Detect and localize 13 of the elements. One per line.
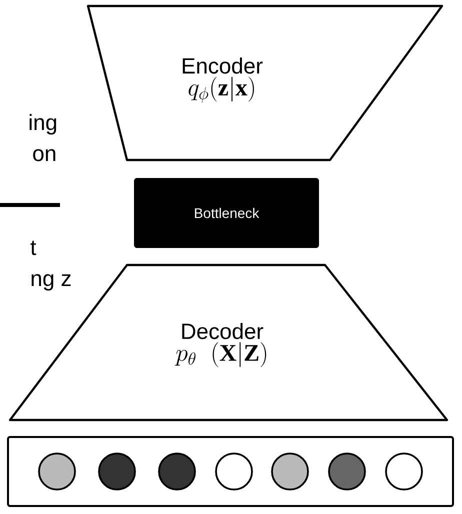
neuron-circle [158,452,196,490]
side-text: ing [30,114,56,135]
neuron-circle [385,452,423,490]
side-text: on [33,149,56,162]
side-text: ng z [32,274,71,291]
neuron-circle [271,452,309,490]
neuron-circle [215,452,253,490]
neuron-circle [328,452,366,490]
neuron-circle [98,452,136,490]
neuron-circle [38,452,76,490]
encoder-trapezoid: Encoder $q_{\phi}(\mathbf{z}|\mathbf{x})$ [86,4,444,162]
bottleneck-box: Bottleneck [134,178,319,248]
input-bar [7,436,454,507]
